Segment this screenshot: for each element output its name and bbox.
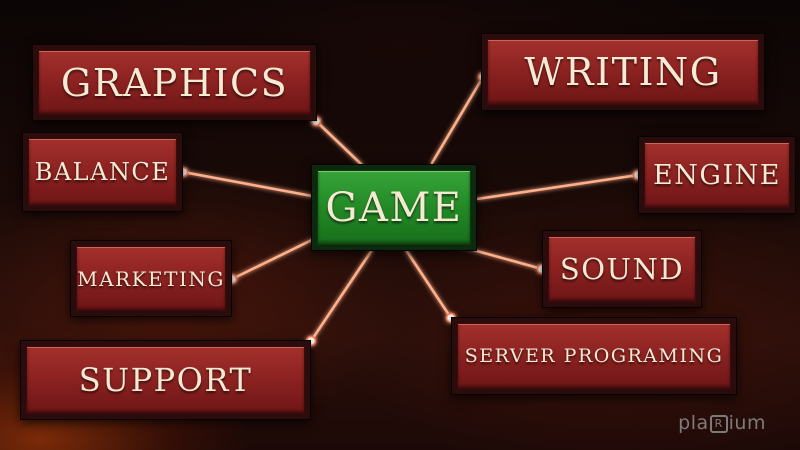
link-balance [181,170,314,198]
topic-server-programing: SERVER PROGRAMING [451,317,737,395]
logo-mark-icon: R [709,415,728,433]
link-marketing [230,235,320,281]
topic-sound-label: SOUND [559,252,685,286]
link-writing [430,75,485,165]
topic-server-programing-label: SERVER PROGRAMING [464,345,724,367]
topic-support: SUPPORT [20,340,311,420]
topic-graphics-label: GRAPHICS [60,60,289,105]
topic-balance: BALANCE [22,132,183,212]
topic-marketing: MARKETING [70,240,232,317]
topic-sound: SOUND [542,230,702,308]
link-engine [475,173,640,201]
link-server-programing [404,248,453,320]
link-support [309,248,374,343]
center-game: GAME [311,164,477,251]
topic-support-label: SUPPORT [78,361,253,399]
topic-writing-label: WRITING [524,50,722,94]
logo-text-left: pla [678,412,709,434]
topic-engine: ENGINE [638,136,796,214]
topic-balance-label: BALANCE [34,158,171,186]
logo-text-right: ium [728,412,766,434]
topic-graphics: GRAPHICS [32,44,317,121]
center-game-label: GAME [325,184,463,231]
topic-writing: WRITING [481,33,765,111]
link-graphics [314,119,364,167]
topic-engine-label: ENGINE [653,159,781,191]
topic-marketing-label: MARKETING [77,266,225,291]
